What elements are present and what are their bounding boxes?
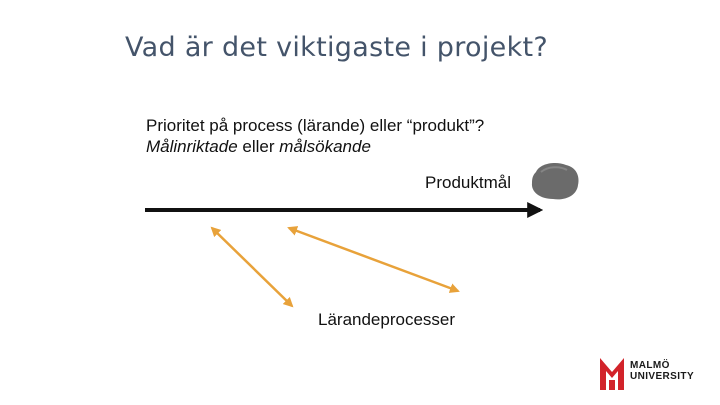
or-text: eller <box>237 137 280 156</box>
logo-line-malmo: MALMÖ <box>630 360 670 371</box>
product-goal-label: Produktmål <box>425 173 511 192</box>
goal-directed-text: Målinriktade <box>146 137 238 156</box>
learning-arrow-left <box>210 226 294 308</box>
logo-line-university: UNIVERSITY <box>630 371 695 382</box>
malmo-university-logo-icon <box>600 358 624 390</box>
rock-shape-icon <box>531 163 579 200</box>
learning-processes-label: Lärandeprocesser <box>318 310 456 329</box>
learning-arrow-right <box>287 226 460 293</box>
slide-title: Vad är det viktigaste i projekt? <box>125 32 549 63</box>
goal-type-line: Målinriktade eller målsökande <box>146 137 371 157</box>
logo-wordmark: MALMÖ UNIVERSITY <box>630 360 694 382</box>
priority-question: Prioritet på process (lärande) eller “pr… <box>146 116 485 135</box>
rock-highlight <box>540 166 568 173</box>
goal-seeking-text: målsökande <box>279 137 371 156</box>
